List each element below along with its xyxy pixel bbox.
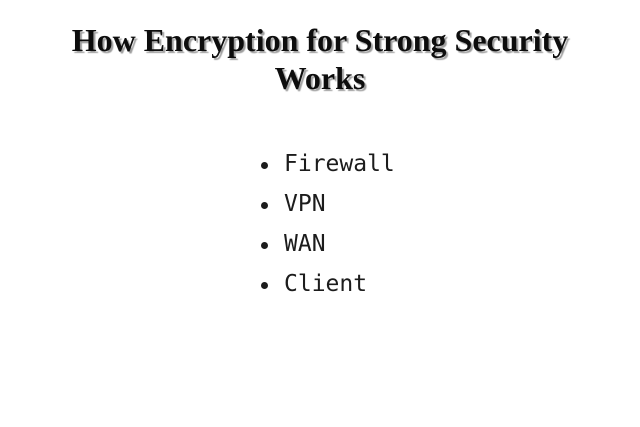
bullet-list: Firewall VPN WAN Client [261, 144, 395, 304]
bullet-label: Firewall [284, 151, 395, 177]
list-item: Firewall [261, 144, 395, 184]
bullet-icon [261, 281, 268, 289]
bullet-label: VPN [284, 191, 326, 217]
bullet-icon [261, 201, 268, 209]
list-item: VPN [261, 184, 395, 224]
bullet-label: WAN [284, 231, 326, 257]
slide-title: How Encryption for Strong Security Works [71, 22, 569, 96]
bullet-icon [261, 161, 268, 169]
list-item: Client [261, 264, 395, 304]
bullet-icon [261, 241, 268, 249]
list-item: WAN [261, 224, 395, 264]
bullet-label: Client [284, 271, 368, 297]
